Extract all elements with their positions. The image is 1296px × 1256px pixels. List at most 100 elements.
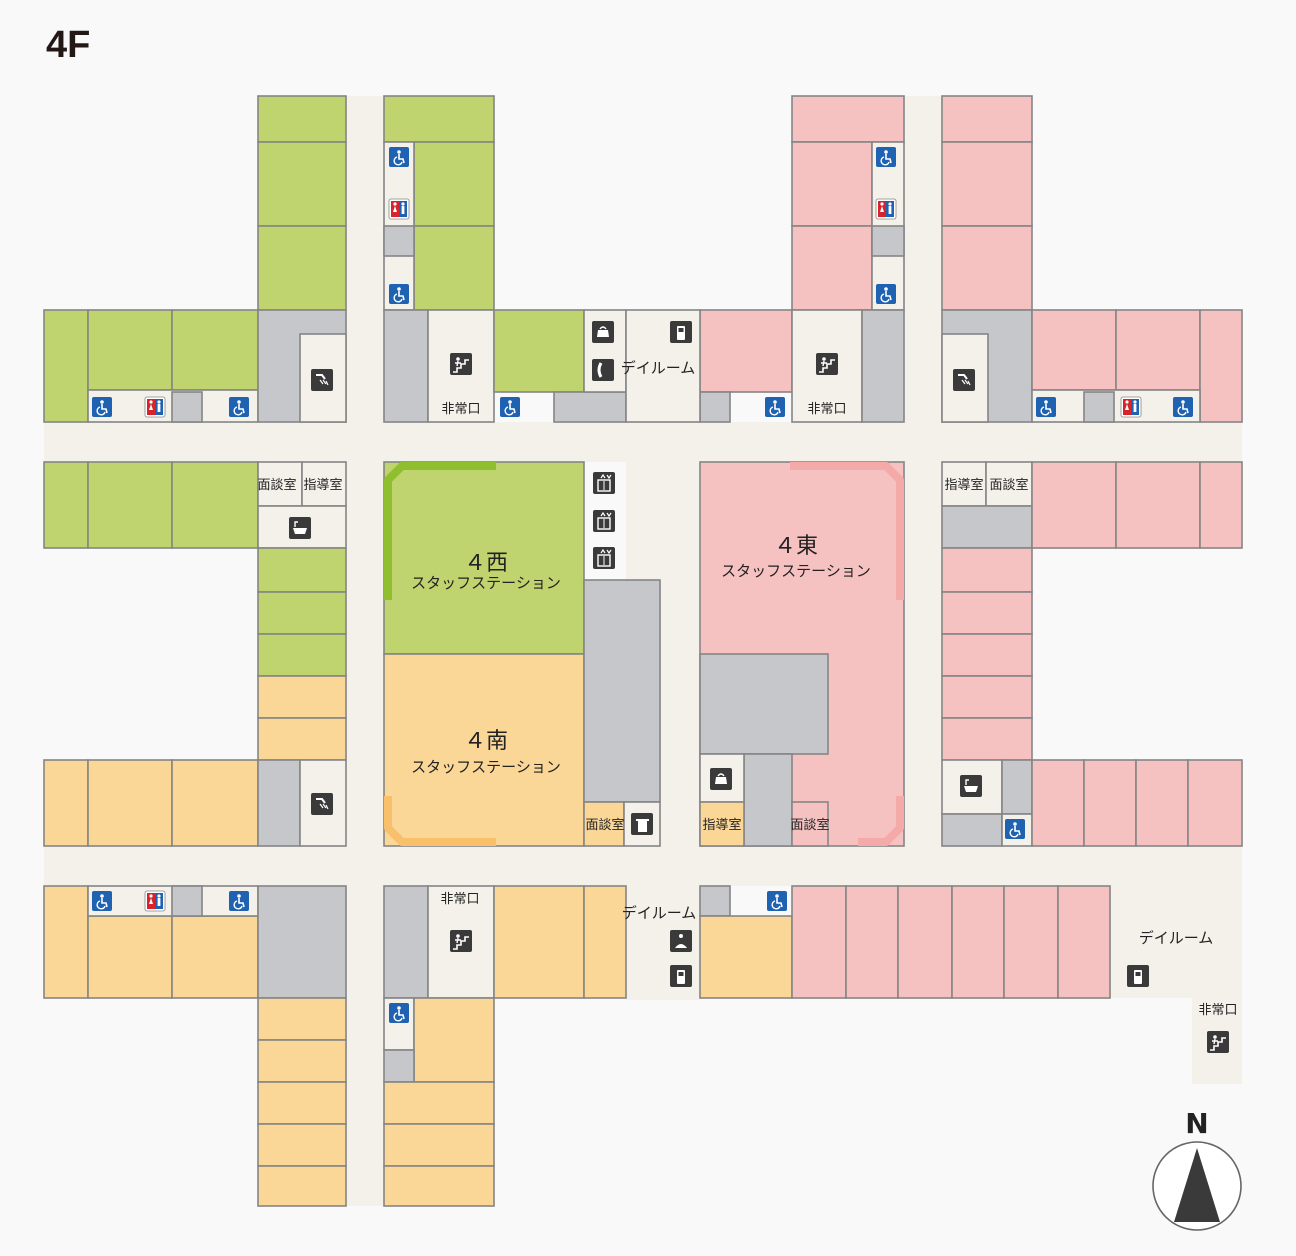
room	[941, 633, 1033, 677]
room	[941, 717, 1033, 761]
wheelchair-icon	[389, 284, 409, 304]
service-room	[383, 1049, 415, 1083]
interview-room	[791, 801, 829, 847]
room	[1003, 885, 1059, 999]
trash-icon	[631, 813, 653, 835]
restroom-icon	[1120, 396, 1142, 418]
restroom-icon	[388, 198, 410, 220]
room	[1057, 885, 1111, 999]
guidance-room-label: 指導室	[944, 477, 983, 493]
room	[791, 885, 847, 999]
dayroom-label: デイルーム	[622, 904, 697, 922]
room	[1083, 759, 1137, 847]
room	[413, 997, 495, 1083]
guidance-room	[941, 461, 987, 507]
wheelchair-icon	[876, 284, 896, 304]
service-room	[743, 753, 793, 847]
room	[87, 309, 173, 391]
service-room	[171, 391, 203, 423]
wheelchair-icon	[765, 397, 785, 417]
east-station-number: ４東	[774, 534, 818, 559]
room	[941, 95, 1033, 143]
room	[383, 95, 495, 143]
room	[413, 225, 495, 311]
room	[383, 1123, 495, 1167]
corridor	[904, 96, 942, 846]
room	[257, 1165, 347, 1207]
service-room	[1083, 391, 1115, 423]
elevator-icon	[593, 547, 615, 569]
service-room	[1001, 759, 1033, 815]
service-room	[383, 225, 415, 257]
room	[383, 1081, 495, 1125]
guidance-room	[699, 801, 745, 847]
stairs-icon	[816, 353, 838, 375]
mobile-phone-icon	[1127, 965, 1149, 987]
wheelchair-icon	[767, 891, 787, 911]
phone-icon	[592, 359, 614, 381]
east-station-border-bottom	[858, 796, 904, 846]
service-room	[257, 885, 347, 999]
emergency-exit-label: 非常口	[441, 402, 480, 417]
wheelchair-icon	[229, 397, 249, 417]
play-area-icon	[670, 930, 692, 952]
room	[941, 675, 1033, 719]
room	[257, 547, 347, 593]
service-room	[383, 309, 429, 423]
stairs-icon	[450, 930, 472, 952]
room	[1031, 461, 1117, 549]
mobile-phone-icon	[670, 321, 692, 343]
room	[413, 141, 495, 227]
room	[791, 225, 873, 311]
north-compass	[1152, 1141, 1242, 1231]
room	[941, 591, 1033, 635]
room	[951, 885, 1005, 999]
room	[257, 141, 347, 227]
room	[1199, 309, 1243, 423]
room	[1115, 309, 1201, 391]
wheelchair-icon	[1005, 819, 1025, 839]
service-room	[257, 759, 301, 847]
room	[941, 225, 1033, 311]
room	[257, 997, 347, 1041]
stairs-icon	[450, 353, 472, 375]
room	[43, 759, 89, 847]
restroom-icon	[144, 890, 166, 912]
wheelchair-icon	[1036, 397, 1056, 417]
room	[791, 141, 873, 227]
room	[257, 1039, 347, 1083]
service-room	[623, 801, 661, 847]
south-station-border	[384, 796, 496, 846]
room	[87, 915, 173, 999]
room	[43, 885, 89, 999]
room	[257, 1123, 347, 1167]
emergency-exit-label: 非常口	[1198, 1003, 1237, 1018]
south-station-number: ４南	[464, 729, 508, 754]
elevator-icon	[593, 510, 615, 532]
service-room	[941, 813, 1003, 847]
room	[257, 1081, 347, 1125]
compass-north-label: N	[1185, 1107, 1208, 1140]
interview-room-label: 面談室	[790, 817, 829, 833]
dayroom-label: デイルーム	[1139, 929, 1214, 947]
room	[257, 225, 347, 311]
wheelchair-icon	[876, 147, 896, 167]
room	[383, 1165, 495, 1207]
service-room	[699, 653, 829, 755]
shower-icon	[311, 793, 333, 815]
room	[257, 95, 347, 143]
service-room	[861, 309, 905, 423]
restroom-icon	[144, 396, 166, 418]
room	[171, 461, 259, 549]
room	[257, 591, 347, 635]
room	[257, 717, 347, 761]
room	[43, 461, 89, 549]
wheelchair-icon	[92, 891, 112, 911]
room	[493, 309, 585, 393]
room	[791, 95, 905, 143]
room	[1115, 461, 1201, 549]
east-station-label: スタッフステーション	[721, 562, 871, 580]
room	[1199, 461, 1243, 549]
service-room	[871, 225, 905, 257]
